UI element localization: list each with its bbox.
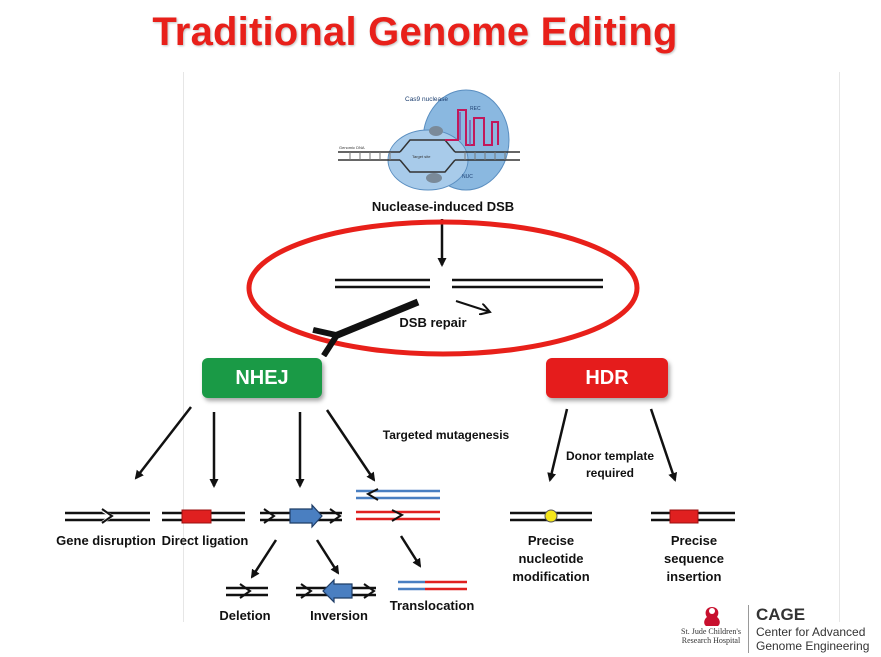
logo-area: St. Jude Children's Research Hospital CA… (676, 605, 876, 655)
direct-ligation-dna (162, 509, 245, 524)
dsb-repair-highlight (246, 219, 640, 357)
arrow-deletion (250, 539, 278, 579)
translocation-label: Translocation (390, 598, 475, 613)
arrow-translocation-source (325, 409, 376, 482)
precise-nuc-label-2: nucleotide (518, 551, 583, 566)
hdr-small-arrow (455, 300, 490, 312)
broken-dna (335, 278, 603, 289)
donor-template-label: Donor template (566, 449, 654, 463)
sequence-insertion-dna (651, 509, 735, 524)
cage-subtitle: Center for Advanced Genome Engineering (756, 625, 869, 653)
precise-seq-label-1: Precise (671, 533, 717, 548)
target-site-label: Target site (412, 154, 431, 159)
nucleotide-mod-dna (510, 509, 592, 523)
precise-seq-label-2: sequence (664, 551, 724, 566)
inversion-label: Inversion (310, 608, 368, 623)
stjude-line-2: Research Hospital (681, 636, 741, 645)
nuclease-dsb-label: Nuclease-induced DSB (372, 199, 514, 214)
inversion-dna (296, 578, 376, 604)
deletion-label: Deletion (219, 608, 270, 623)
rec-label: REC (470, 106, 481, 112)
stjude-logo-icon (704, 607, 720, 626)
cage-line-1: Center for Advanced (756, 625, 866, 639)
arrow-gene-disruption (134, 406, 192, 480)
donor-required-label: required (586, 466, 634, 480)
logo-divider (748, 605, 749, 653)
precise-seq-label-3: insertion (667, 569, 722, 584)
nhej-big-arrow (335, 298, 420, 336)
precise-nuc-label-3: modification (512, 569, 589, 584)
translocation-source-dna (356, 488, 440, 522)
nuc-label: NUC (462, 174, 473, 180)
precise-nuc-label-1: Precise (528, 533, 574, 548)
genomic-dna-label: Genomic DNA (339, 145, 365, 150)
arrow-nucleotide-mod (547, 408, 569, 482)
gene-disruption-label: Gene disruption (56, 533, 156, 548)
snp-marker (544, 509, 558, 523)
stjude-line-1: St. Jude Children's (681, 627, 741, 636)
direct-ligation-label: Direct ligation (162, 533, 249, 548)
translocation-dna (398, 580, 467, 591)
cage-title: CAGE (756, 605, 806, 624)
hdr-box: HDR (546, 358, 668, 398)
deletion-dna (226, 583, 268, 599)
page-title: Traditional Genome Editing (152, 10, 678, 54)
arrow-translocation (399, 535, 422, 568)
stjude-text: St. Jude Children's Research Hospital (676, 627, 746, 645)
gene-disruption-dna (65, 508, 150, 524)
nhej-box: NHEJ (202, 358, 322, 398)
content-panel (183, 72, 840, 622)
cas9-illustration: Cas9 nuclease REC NUC Genomic DNA Target… (338, 89, 520, 191)
cage-line-2: Genome Engineering (756, 639, 870, 653)
arrow-sequence-insertion (649, 408, 678, 482)
cas9-name-label: Cas9 nuclease (405, 96, 448, 103)
dsb-repair-label: DSB repair (399, 315, 466, 330)
arrow-inversion (315, 539, 340, 575)
targeted-mutagenesis-label: Targeted mutagenesis (383, 428, 510, 442)
complex-dna (260, 503, 342, 529)
